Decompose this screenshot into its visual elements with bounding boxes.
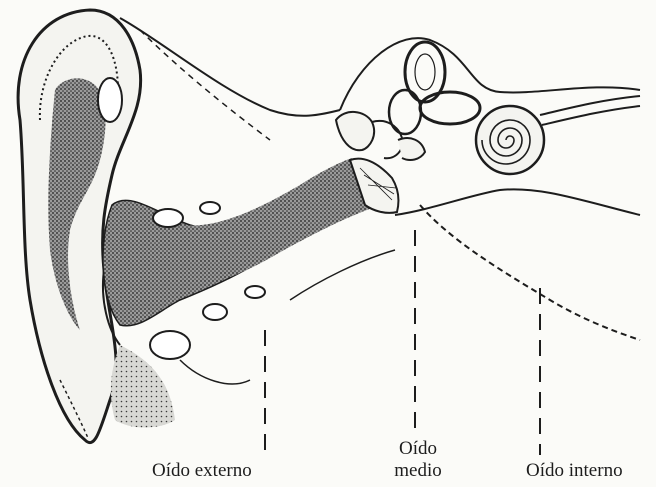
cochlea [476,106,544,174]
inner-ear-label: Oído interno [526,460,623,482]
eustachian-tube [420,205,640,340]
semicircular-canals [389,42,480,134]
middle-ear-label-line1: Oído [393,438,443,460]
ossicles [336,112,425,160]
middle-ear-label-line2: medio [393,460,443,482]
middle-ear-label: Oído medio [393,438,443,482]
outer-ear-label: Oído externo [152,460,252,482]
